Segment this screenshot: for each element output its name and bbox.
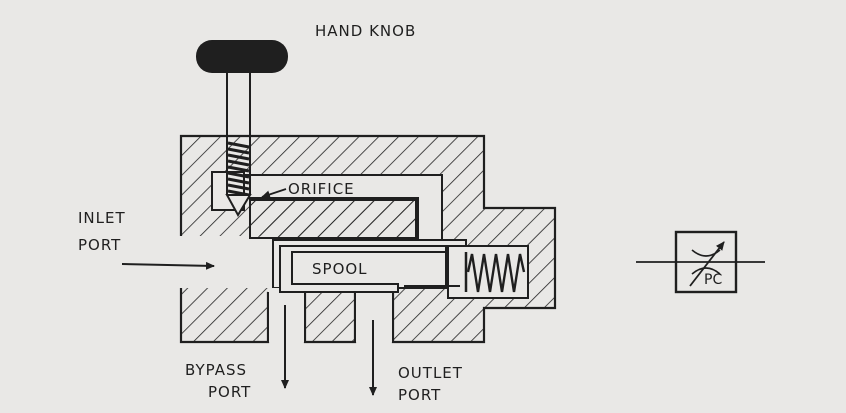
inlet-flow-arrow xyxy=(121,261,215,270)
needle-tip xyxy=(225,194,252,218)
orifice-pointer xyxy=(261,188,287,199)
valve-body xyxy=(179,134,557,344)
hand-knob-assembly xyxy=(196,40,288,218)
spool xyxy=(279,245,460,293)
symbol-orifice-curve-bottom xyxy=(691,267,721,275)
hand-knob-label: HAND KNOB xyxy=(315,22,416,40)
symbol-adjust-arrow xyxy=(689,241,725,287)
hand-knob xyxy=(196,40,288,73)
outlet-port-label-line1: OUTLET xyxy=(398,364,463,382)
bypass-port-label-line2: PORT xyxy=(208,383,251,401)
inlet-port-label-line1: INLET xyxy=(78,209,126,227)
orifice-label: ORIFICE xyxy=(288,180,355,198)
flow-control-symbol: PC xyxy=(636,230,765,294)
inner-block xyxy=(249,199,417,239)
bypass-port-label-line1: BYPASS xyxy=(185,361,247,379)
outlet-port-label-line2: PORT xyxy=(398,386,441,404)
inlet-port-label-line2: PORT xyxy=(78,236,121,254)
spring xyxy=(464,252,526,293)
symbol-pc-label: PC xyxy=(704,272,722,288)
symbol-orifice-curve-top xyxy=(691,249,721,257)
spool-label: SPOOL xyxy=(312,260,368,278)
